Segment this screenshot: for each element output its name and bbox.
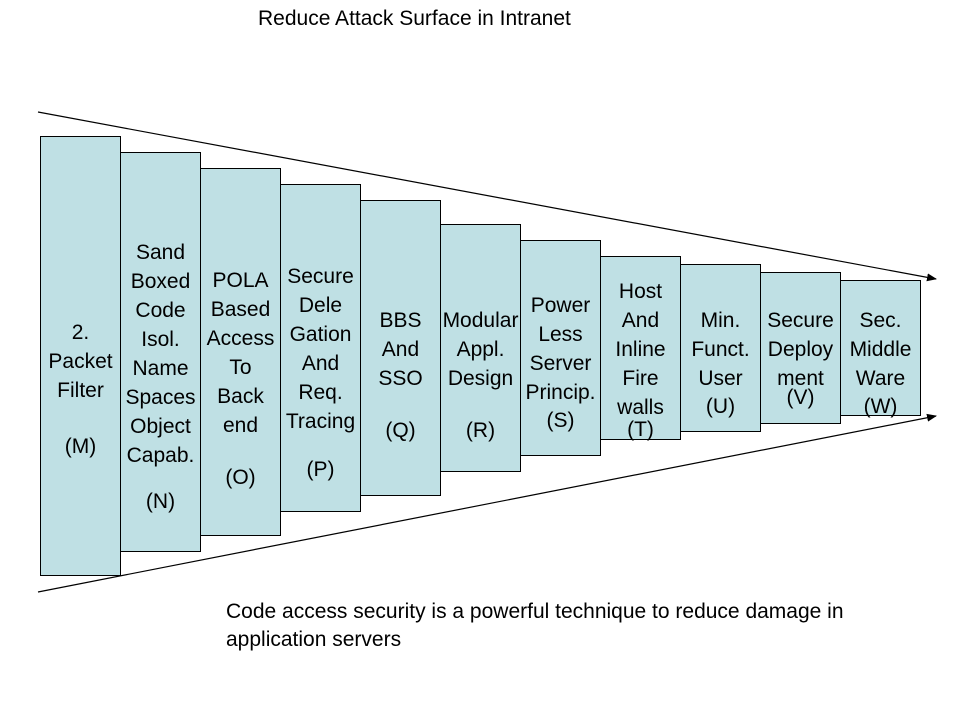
layer-label-line: Req. bbox=[298, 381, 343, 404]
layer-label-line: Modular bbox=[442, 309, 519, 332]
lower-funnel-arrow bbox=[37, 413, 937, 593]
layer-label-line: end bbox=[222, 414, 259, 437]
layer-label-line: Deploy bbox=[767, 338, 834, 361]
layer-box bbox=[520, 240, 601, 456]
layer-box bbox=[680, 264, 761, 432]
layer-label-line: BBS bbox=[379, 309, 422, 332]
layer-label-line: To bbox=[229, 356, 252, 379]
layer-code: (M) bbox=[64, 435, 97, 458]
layer-label-line: ment bbox=[777, 367, 824, 390]
layer-label-line: 2. bbox=[71, 321, 90, 344]
layer-label-line: Secure bbox=[767, 309, 834, 332]
layer-label-line: Secure bbox=[287, 265, 354, 288]
layer-code: (R) bbox=[465, 419, 496, 442]
layer-code: (U) bbox=[705, 395, 736, 418]
layer-label-line: User bbox=[698, 367, 743, 390]
layer-label-line: Design bbox=[447, 367, 514, 390]
layer-label-line: Host bbox=[618, 280, 663, 303]
layer-code: (T) bbox=[627, 418, 654, 441]
layer-label-line: Tracing bbox=[285, 410, 356, 433]
layer-label-line: Spaces bbox=[125, 386, 196, 409]
layer-label-line: Funct. bbox=[691, 338, 750, 361]
layer-label-line: Code bbox=[135, 299, 186, 322]
layer-box bbox=[120, 152, 201, 552]
layer-label-line: walls bbox=[617, 396, 664, 419]
layer-code: (N) bbox=[145, 490, 176, 513]
layer-code: (Q) bbox=[385, 419, 416, 442]
layer-label-line: And bbox=[381, 338, 420, 361]
layer-label-line: POLA bbox=[212, 269, 269, 292]
layer-label-line: Power bbox=[530, 294, 591, 317]
layer-label-line: Princip. bbox=[525, 381, 596, 404]
layer-label-line: Access bbox=[206, 327, 275, 350]
layer-code: (P) bbox=[306, 458, 335, 481]
layer-label-line: Isol. bbox=[141, 328, 180, 351]
caption-text: Code access security is a powerful techn… bbox=[226, 600, 844, 651]
layer-code: (S) bbox=[546, 409, 575, 432]
layer-code: (W) bbox=[863, 395, 898, 418]
layer-label-line: Name bbox=[132, 357, 189, 380]
layer-label-line: Packet bbox=[48, 350, 113, 373]
layer-code: (V) bbox=[786, 386, 815, 409]
layer-box bbox=[840, 280, 921, 416]
layer-label-line: Ware bbox=[855, 367, 906, 390]
layer-box bbox=[40, 136, 121, 576]
layer-label-line: Boxed bbox=[130, 270, 191, 293]
layer-box bbox=[600, 256, 681, 440]
layer-label-line: Fire bbox=[622, 367, 659, 390]
layer-label-line: And bbox=[621, 309, 660, 332]
layer-label-line: Object bbox=[130, 415, 191, 438]
layer-label-line: Server bbox=[529, 352, 592, 375]
layer-label-line: Sand bbox=[135, 241, 186, 264]
layer-label-line: Sec. bbox=[859, 309, 902, 332]
layer-label-line: Gation bbox=[289, 323, 352, 346]
layer-label-line: And bbox=[301, 352, 340, 375]
layer-label-line: Back bbox=[217, 385, 264, 408]
layer-label-line: Appl. bbox=[456, 338, 505, 361]
layer-label: Min. Funct. User bbox=[691, 306, 749, 393]
layer-label-line: Filter bbox=[57, 379, 104, 402]
upper-funnel-arrow bbox=[37, 111, 937, 282]
layer-label-line: Middle bbox=[849, 338, 912, 361]
diagram-title: Reduce Attack Surface in Intranet bbox=[258, 7, 571, 30]
layer-box bbox=[200, 168, 281, 536]
layer-box bbox=[760, 272, 841, 424]
layer-label-line: Inline bbox=[615, 338, 666, 361]
layer-label-line: Capab. bbox=[126, 444, 195, 467]
layer-label-line: Less bbox=[538, 323, 583, 346]
layer-label-line: Min. bbox=[700, 309, 741, 332]
layer-label-line: Based bbox=[210, 298, 271, 321]
layer-code: (O) bbox=[225, 466, 256, 489]
layer-label-line: SSO bbox=[378, 367, 423, 390]
layer-label-line: Dele bbox=[298, 294, 343, 317]
